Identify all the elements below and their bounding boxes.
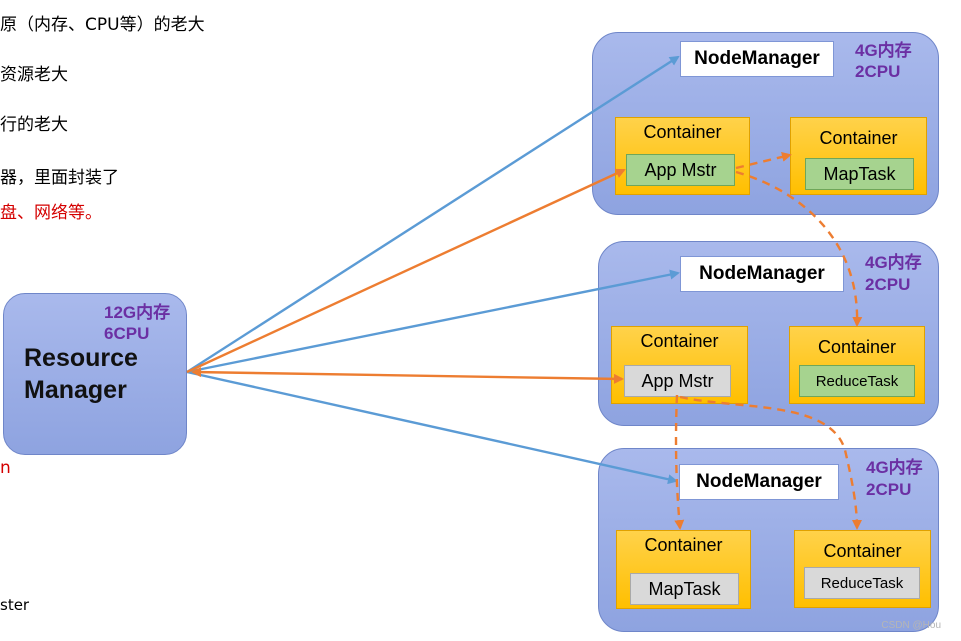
dashed-arrow-to-reducetask-2	[735, 170, 863, 327]
container-app-master: Container App Mstr	[615, 117, 750, 195]
node-memory: 4G内存	[866, 458, 923, 477]
side-text-line-7: ster	[0, 596, 30, 614]
container-map-task: Container MapTask	[616, 530, 751, 609]
app-master-task: App Mstr	[624, 365, 731, 397]
map-task: MapTask	[805, 158, 914, 190]
node-cpu: 2CPU	[866, 480, 912, 499]
container-label: Container	[817, 337, 897, 357]
side-text-line-4: 器，里面封装了	[0, 168, 119, 188]
request-arrow-app-master-2	[191, 367, 624, 384]
dashed-arrow-to-maptask-3	[674, 394, 685, 530]
container-reduce-task: Container ReduceTask	[794, 530, 931, 608]
container-label: Container	[823, 541, 902, 561]
container-label: Container	[643, 122, 722, 142]
resource-manager-cpu: 6CPU	[104, 324, 150, 343]
watermark: CSDN @Hou	[881, 620, 941, 631]
node-memory: 4G内存	[865, 253, 922, 272]
container-label: Container	[640, 331, 719, 351]
container-reduce-task: Container ReduceTask	[789, 326, 925, 404]
node-group-3: NodeManager 4G内存 2CPU Container MapTask …	[598, 448, 939, 632]
heartbeat-arrow-node3	[186, 370, 678, 485]
node-group-2: NodeManager 4G内存 2CPU Container App Mstr…	[598, 241, 939, 426]
side-text-line-2: 资源老大	[0, 65, 68, 85]
heartbeat-arrow-node1	[186, 55, 680, 374]
node-group-1: NodeManager 4G内存 2CPU Container App Mstr…	[592, 32, 939, 215]
request-arrow-app-master-1	[186, 168, 626, 374]
node-manager-box: NodeManager	[680, 41, 834, 77]
resource-manager-title-line2: Manager	[24, 376, 127, 404]
side-text-line-6: n	[0, 458, 11, 478]
resource-manager-node: 12G内存 6CPU Resource Manager	[3, 293, 187, 455]
side-text-line-5: 盘、网络等。	[0, 203, 102, 223]
container-label: Container	[819, 128, 898, 148]
container-label: Container	[644, 535, 723, 555]
node-manager-box: NodeManager	[679, 464, 839, 500]
heartbeat-arrow-node2	[186, 269, 680, 374]
resource-manager-title-line1: Resource	[24, 344, 138, 372]
map-task: MapTask	[630, 573, 739, 605]
node-manager-box: NodeManager	[680, 256, 844, 292]
side-text-line-3: 行的老大	[0, 115, 68, 135]
side-text-line-1: 原（内存、CPU等）的老大	[0, 15, 205, 35]
reduce-task: ReduceTask	[804, 567, 920, 599]
node-cpu: 2CPU	[865, 275, 911, 294]
container-app-master: Container App Mstr	[611, 326, 748, 404]
node-cpu: 2CPU	[855, 62, 901, 81]
reduce-task: ReduceTask	[799, 365, 915, 397]
resource-manager-memory: 12G内存	[104, 303, 171, 322]
dashed-arrow-to-reducetask-3	[679, 395, 862, 530]
app-master-task: App Mstr	[626, 154, 735, 186]
node-memory: 4G内存	[855, 41, 912, 60]
dashed-arrow-to-maptask-1	[735, 152, 792, 170]
container-map-task: Container MapTask	[790, 117, 927, 195]
